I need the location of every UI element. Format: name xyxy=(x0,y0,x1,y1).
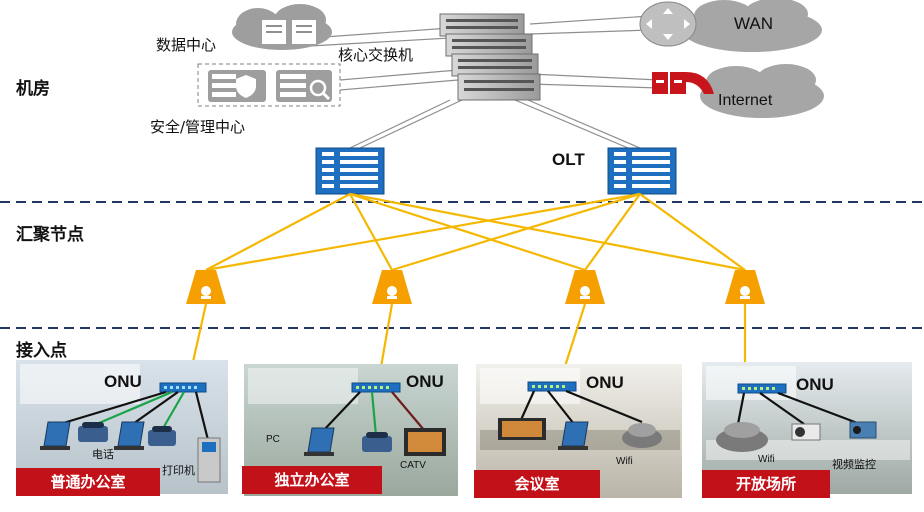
data-center-label: 数据中心 xyxy=(156,36,217,54)
pc-icon xyxy=(40,421,71,450)
splitter-1-icon xyxy=(186,270,226,304)
wifi-label-room-3: Wifi xyxy=(616,456,633,467)
zone-label-access: 接入点 xyxy=(16,341,67,361)
camera-icon xyxy=(791,423,821,441)
onu-1-icon xyxy=(159,382,207,393)
room-badge-meeting-room: 会议室 xyxy=(474,470,600,498)
camera-icon xyxy=(849,421,877,439)
shield-icon xyxy=(236,75,256,98)
tv-icon xyxy=(498,418,546,440)
room-badge-general-office: 普通办公室 xyxy=(16,468,160,496)
pc-icon xyxy=(114,421,145,450)
catv-label: CATV xyxy=(400,460,426,471)
phone-icon xyxy=(148,426,176,446)
onu-4-icon xyxy=(737,383,787,394)
room-2-links xyxy=(321,391,425,437)
onu-2-icon xyxy=(351,382,401,393)
wifi-ap-icon xyxy=(716,422,768,452)
pc-label: PC xyxy=(266,434,280,445)
search-icon xyxy=(309,79,327,97)
internet-label: Internet xyxy=(718,92,773,109)
pc-icon xyxy=(558,421,589,450)
splitter-3-icon xyxy=(565,270,605,304)
cctv-label: 视频监控 xyxy=(832,458,876,471)
internet-cloud-icon xyxy=(652,64,824,118)
wifi-ap-icon xyxy=(622,423,662,448)
core-switch-label: 核心交换机 xyxy=(338,46,414,64)
wan-label: WAN xyxy=(734,14,774,33)
room-4-links xyxy=(736,391,861,426)
onu-1-label: ONU xyxy=(104,372,142,391)
router-icon xyxy=(639,1,697,47)
phone-icon xyxy=(362,432,392,452)
phone-icon xyxy=(78,422,108,442)
onu-3-label: ONU xyxy=(586,373,624,392)
data-center-cloud-icon xyxy=(232,4,332,50)
splitter-4-icon xyxy=(725,270,765,304)
olt-left-icon xyxy=(315,147,385,195)
zone-label-aggregation: 汇聚节点 xyxy=(16,225,84,245)
tv-icon xyxy=(404,428,446,456)
room-3-links xyxy=(518,389,643,425)
wan-cloud-icon xyxy=(639,0,822,52)
olt-right-icon xyxy=(607,147,677,195)
phone-label: 电话 xyxy=(92,448,114,461)
core-links xyxy=(309,15,661,149)
room-1-links xyxy=(59,390,210,441)
room-badge-open-area: 开放场所 xyxy=(702,470,830,498)
printer-label: 打印机 xyxy=(162,464,195,477)
onu-2-label: ONU xyxy=(406,372,444,391)
security-center-icon xyxy=(197,63,341,107)
zone-label-machine-room: 机房 xyxy=(16,79,50,99)
onu-3-icon xyxy=(527,381,577,392)
security-center-label: 安全/管理中心 xyxy=(150,118,246,136)
room-badge-private-office: 独立办公室 xyxy=(242,466,382,494)
fiber-links xyxy=(186,192,747,385)
printer-icon xyxy=(197,437,221,483)
core-switch-icon xyxy=(439,13,541,101)
pc-icon xyxy=(304,427,335,456)
onu-4-label: ONU xyxy=(796,375,834,394)
olt-label: OLT xyxy=(552,150,585,169)
wifi-label-room-4: Wifi xyxy=(758,454,775,465)
splitter-2-icon xyxy=(372,270,412,304)
